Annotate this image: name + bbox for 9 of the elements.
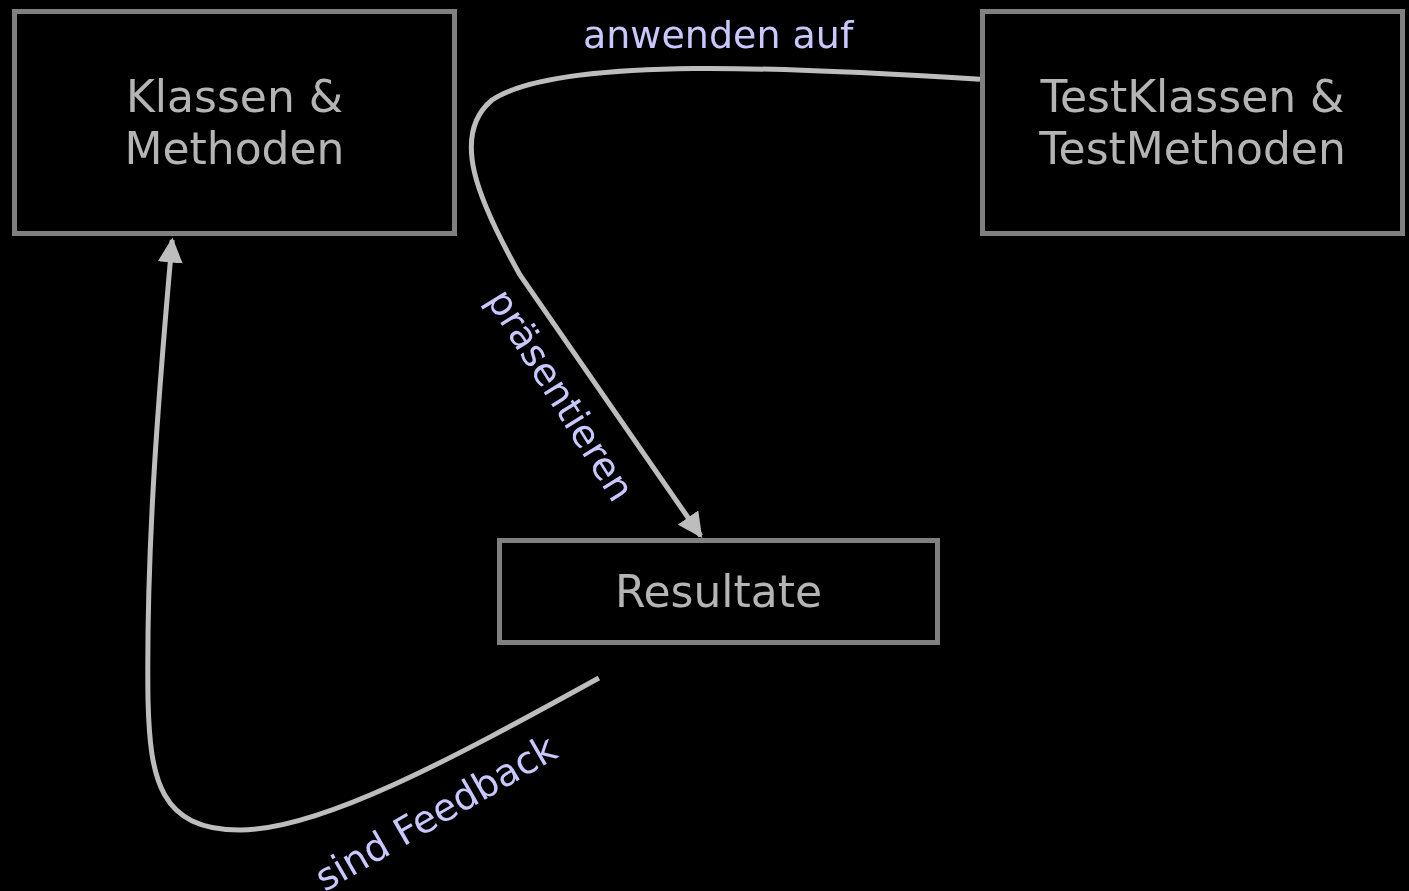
curved-arrow xyxy=(469,66,981,539)
box-text: Resultate xyxy=(614,565,823,618)
text-box xyxy=(980,9,1405,236)
box-text: Klassen & Methoden xyxy=(123,70,346,175)
text-box xyxy=(12,9,457,236)
curved-arrow xyxy=(145,237,601,833)
edge-label: anwenden auf xyxy=(583,12,854,58)
box-text: TestKlassen & TestMethoden xyxy=(1038,70,1347,175)
text-box xyxy=(497,538,940,645)
